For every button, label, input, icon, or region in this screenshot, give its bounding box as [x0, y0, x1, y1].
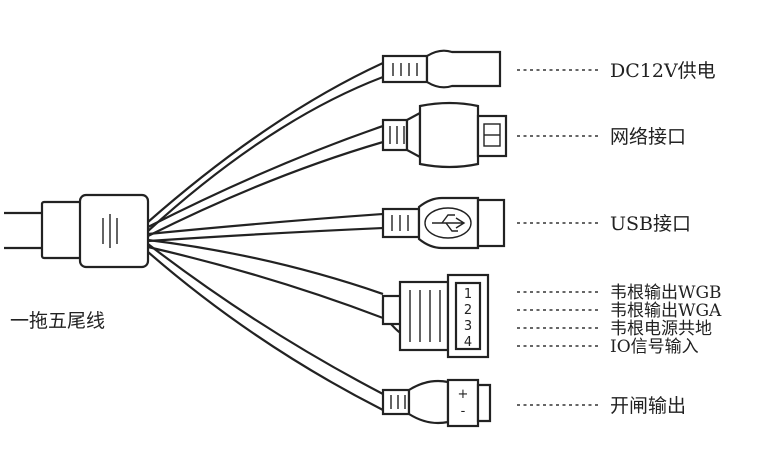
- fan-out-wires: [147, 62, 384, 411]
- main-cable: [4, 193, 150, 269]
- pin-2: 2: [464, 303, 472, 318]
- label-network: 网络接口: [610, 126, 686, 148]
- polarity-minus: -: [461, 404, 466, 419]
- cable-title: 一拖五尾线: [10, 310, 105, 332]
- usb-icon: [424, 207, 472, 239]
- leader-lines: [517, 69, 600, 406]
- door-output-connector: + -: [381, 378, 492, 428]
- label-dc-power: DC12V供电: [610, 60, 716, 82]
- label-io-input: IO信号输入: [610, 337, 699, 357]
- wiegand-connector: 1 2 3 4: [381, 273, 490, 359]
- label-door-output: 开闸输出: [610, 395, 686, 417]
- pin-4: 4: [464, 335, 472, 350]
- label-wiegand-ground: 韦根电源共地: [610, 319, 712, 339]
- pin-1: 1: [464, 287, 472, 302]
- network-connector: [381, 101, 508, 169]
- dc-power-connector: [381, 49, 502, 89]
- label-wiegand-wgb: 韦根输出WGB: [610, 283, 722, 303]
- pin-3: 3: [464, 319, 472, 334]
- polarity-plus: +: [458, 387, 469, 402]
- label-wiegand-wga: 韦根输出WGA: [610, 301, 722, 321]
- usb-connector: [381, 196, 506, 250]
- label-usb: USB接口: [610, 213, 691, 235]
